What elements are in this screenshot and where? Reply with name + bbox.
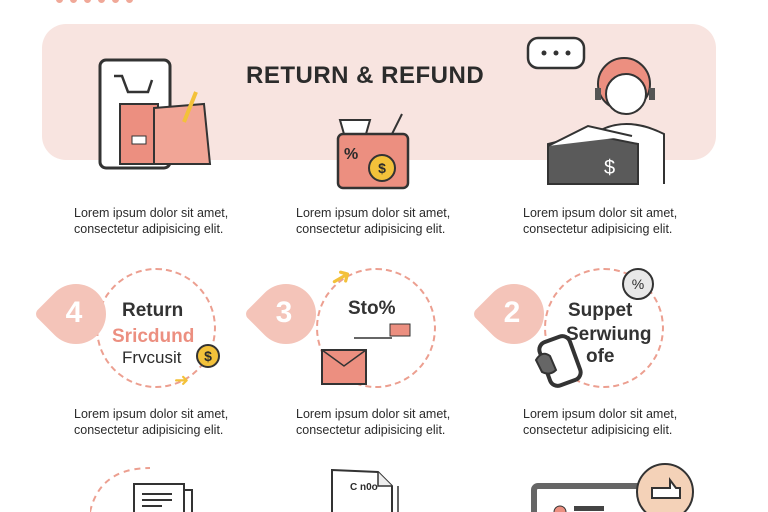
step-4-subtitle: Sricdund [112, 326, 195, 347]
percent-badge-icon: % [622, 268, 654, 300]
document-illustration [90, 467, 193, 512]
caption-line: Lorem ipsum dolor sit amet, [523, 407, 678, 421]
caption-3: Lorem ipsum dolor sit amet, consectetur a… [523, 205, 723, 237]
page-title: RETURN & REFUND [246, 62, 485, 89]
caption-line: Lorem ipsum dolor sit amet, [74, 206, 229, 220]
step-4-title: Return [122, 300, 184, 321]
online-shopping-illustration [98, 58, 212, 170]
svg-text:$: $ [604, 157, 615, 179]
caption-5: Lorem ipsum dolor sit amet, consectetur a… [296, 406, 496, 438]
percent-icon: % [344, 146, 359, 163]
step-2-subtitle: Serwiung [566, 324, 652, 345]
step-2-number: 2 [503, 296, 521, 329]
step-4-text: Frvcusit [122, 348, 182, 367]
caption-line: Lorem ipsum dolor sit amet, [74, 407, 229, 421]
caption-line: consectetur adipisicing elit. [296, 423, 446, 437]
dollar-coin-icon: $ [196, 344, 220, 368]
receipt-illustration [331, 468, 399, 512]
receipt-text: C n0o [350, 482, 378, 493]
step-3-title: Sto% [348, 298, 396, 319]
caption-line: Lorem ipsum dolor sit amet, [523, 206, 678, 220]
caption-line: Lorem ipsum dolor sit amet, [296, 407, 451, 421]
laptop-illustration [531, 463, 694, 512]
caption-line: consectetur adipisicing elit. [74, 423, 224, 437]
dollar-coin-icon: $ [368, 154, 396, 182]
caption-line: consectetur adipisicing elit. [523, 222, 673, 236]
step-4-number: 4 [65, 296, 83, 329]
caption-4: Lorem ipsum dolor sit amet, consectetur a… [74, 406, 274, 438]
caption-line: Lorem ipsum dolor sit amet, [296, 206, 451, 220]
hand-phone-illustration [534, 334, 583, 388]
step-2-text: ofe [586, 346, 615, 367]
support-agent-illustration: $ [526, 36, 665, 185]
caption-2: Lorem ipsum dolor sit amet, consectetur a… [296, 205, 496, 237]
caption-6: Lorem ipsum dolor sit amet, consectetur a… [523, 406, 723, 438]
arrow-icon: ➜ [174, 370, 190, 390]
step-3-ring [316, 268, 436, 388]
caption-line: consectetur adipisicing elit. [523, 423, 673, 437]
step-3-number: 3 [275, 296, 293, 329]
caption-line: consectetur adipisicing elit. [74, 222, 224, 236]
caption-line: consectetur adipisicing elit. [296, 222, 446, 236]
step-2-ring [544, 268, 664, 388]
decorative-dots [56, 0, 133, 3]
envelope-illustration [321, 323, 411, 385]
caption-1: Lorem ipsum dolor sit amet, consectetur a… [74, 205, 274, 237]
step-2-title: Suppet [568, 300, 633, 321]
